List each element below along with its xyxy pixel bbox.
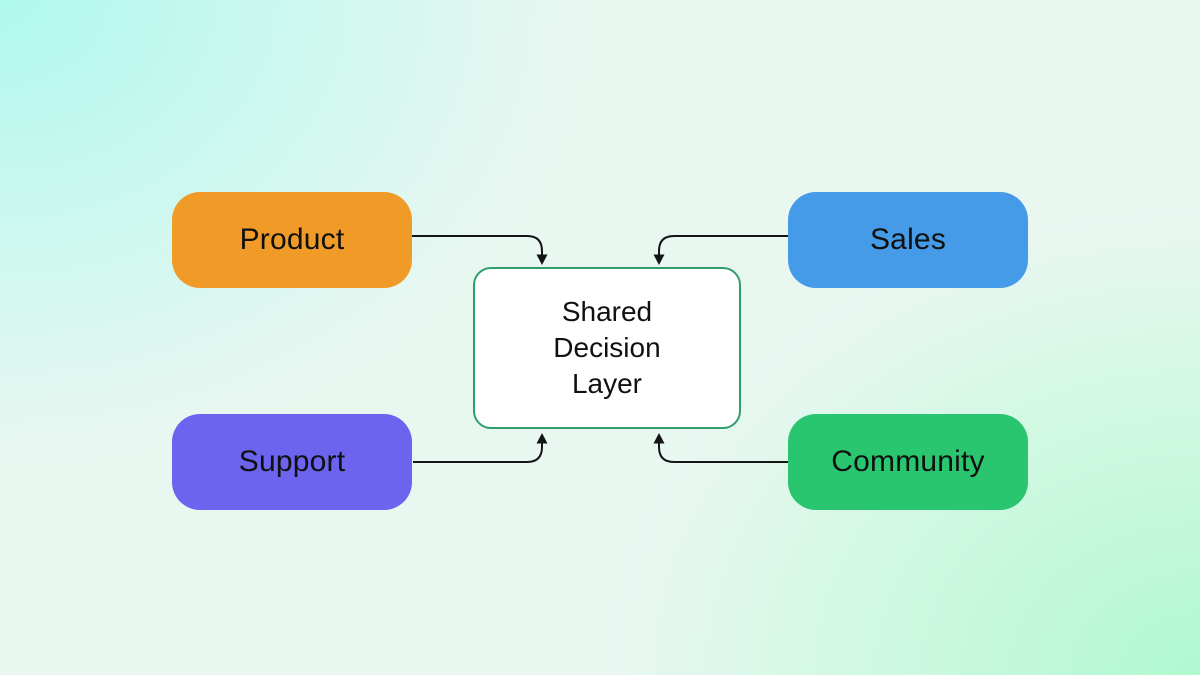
node-community-label: Community bbox=[831, 445, 985, 478]
connector-product-to-center bbox=[412, 235, 548, 265]
connector-support-to-center bbox=[413, 433, 548, 463]
node-product-label: Product bbox=[239, 223, 345, 256]
node-shared-decision-layer: Shared Decision Layer bbox=[473, 267, 741, 429]
connector-community-to-center bbox=[653, 433, 788, 463]
node-community: Community bbox=[788, 414, 1028, 510]
node-sales-label: Sales bbox=[869, 223, 947, 256]
connector-sales-to-center bbox=[653, 235, 788, 265]
center-label-line-3: Layer bbox=[571, 368, 643, 399]
node-product: Product bbox=[172, 192, 412, 288]
node-sales: Sales bbox=[788, 192, 1028, 288]
center-label-line-2: Decision bbox=[553, 332, 661, 363]
node-support-label: Support bbox=[238, 445, 346, 478]
center-label-line-1: Shared bbox=[561, 296, 653, 327]
node-support: Support bbox=[172, 414, 412, 510]
